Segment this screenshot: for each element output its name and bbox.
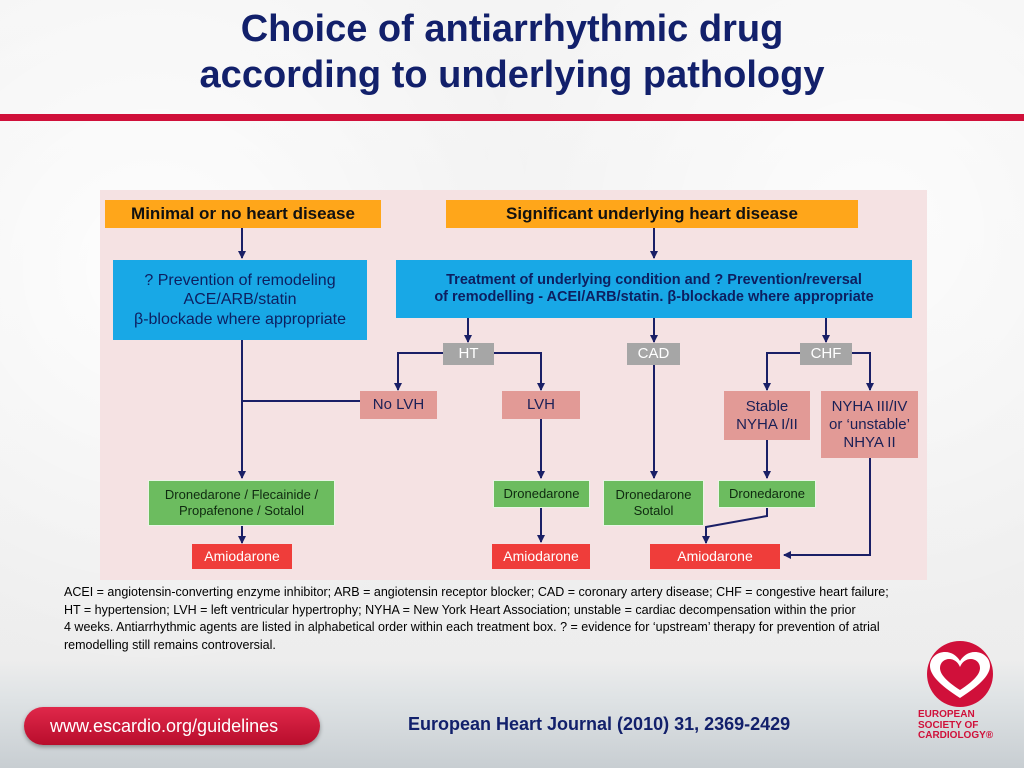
- abbreviations-legend: ACEI = angiotensin-converting enzyme inh…: [64, 584, 1004, 654]
- legend-line-1: ACEI = angiotensin-converting enzyme inh…: [64, 585, 889, 599]
- drugs-minimal-line-1: Dronedarone / Flecainide /: [164, 487, 319, 503]
- condition-no-lvh: No LVH: [360, 391, 437, 419]
- amiodarone-right-label: Amiodarone: [677, 548, 753, 565]
- logo-line-3: CARDIOLOGY®: [918, 730, 994, 741]
- category-chf: CHF: [800, 343, 852, 365]
- box-treatment-of-underlying-condition: Treatment of underlying condition and ? …: [396, 260, 912, 318]
- arrow-chf-to-stable: [763, 352, 800, 391]
- header-minimal-label: Minimal or no heart disease: [131, 203, 355, 223]
- condition-nyha-severe-or-unstable: NYHA III/IV or ‘unstable’ NHYA II: [821, 391, 918, 458]
- arrow-chf-to-severe: [852, 352, 874, 391]
- prevention-line-3: β-blockade where appropriate: [134, 310, 346, 328]
- category-cad-label: CAD: [637, 345, 670, 362]
- esc-logo: [908, 640, 1012, 760]
- drugs-cad-line-2: Sotalol: [633, 503, 674, 518]
- condition-lvh-label: LVH: [526, 396, 556, 413]
- guidelines-link[interactable]: www.escardio.org/guidelines: [24, 707, 320, 745]
- drugs-lvh: Dronedarone: [493, 480, 590, 508]
- title-line-2: according to underlying pathology: [199, 54, 825, 96]
- logo-line-1: EUROPEAN: [918, 709, 975, 720]
- category-ht-label: HT: [458, 345, 479, 362]
- severe-line-3: NHYA II: [843, 433, 896, 451]
- condition-no-lvh-label: No LVH: [372, 396, 425, 413]
- header-minimal-heart-disease: Minimal or no heart disease: [105, 200, 381, 228]
- category-ht: HT: [443, 343, 494, 365]
- drugs-chf-stable: Dronedarone: [718, 480, 816, 508]
- journal-citation: European Heart Journal (2010) 31, 2369-2…: [408, 714, 791, 734]
- legend-line-3: 4 weeks. Antiarrhythmic agents are liste…: [64, 620, 880, 634]
- stable-line-2: NYHA I/II: [736, 415, 798, 433]
- drugs-chf-stable-label: Dronedarone: [729, 486, 805, 502]
- arrow-dronedarone-to-amiodarone-right: [702, 508, 768, 544]
- arrow-severe-to-amiodarone-right: [783, 458, 871, 559]
- drugs-minimal-line-2: Propafenone / Sotalol: [178, 503, 305, 518]
- slide-title: Choice of antiarrhythmic drug according …: [0, 6, 1024, 98]
- legend-line-2: HT = hypertension; LVH = left ventricula…: [64, 602, 856, 617]
- prevention-line-1: ? Prevention of remodeling: [144, 272, 336, 290]
- esc-logo-text: EUROPEAN SOCIETY OF CARDIOLOGY®: [918, 709, 1008, 742]
- stable-line-1: Stable: [745, 397, 789, 415]
- legend-line-4: remodelling still remains controversial.: [64, 637, 276, 652]
- prevention-line-2: ACE/ARB/statin: [183, 291, 297, 309]
- esc-heart-icon: [927, 641, 993, 707]
- box-prevention-of-remodeling: ? Prevention of remodeling ACE/ARB/stati…: [113, 260, 367, 340]
- category-cad: CAD: [627, 343, 680, 365]
- arrow-ht-to-no-lvh: [394, 352, 443, 391]
- category-chf-label: CHF: [810, 345, 842, 362]
- amiodarone-right: Amiodarone: [650, 544, 780, 569]
- amiodarone-middle: Amiodarone: [492, 544, 590, 569]
- logo-line-2: SOCIETY OF: [918, 719, 979, 731]
- title-line-1: Choice of antiarrhythmic drug: [240, 8, 784, 50]
- guidelines-link-label: www.escardio.org/guidelines: [50, 715, 279, 736]
- amiodarone-middle-label: Amiodarone: [503, 548, 579, 565]
- header-significant-label: Significant underlying heart disease: [506, 203, 798, 223]
- severe-line-1: NYHA III/IV: [831, 397, 908, 415]
- severe-line-2: or ‘unstable’: [829, 415, 910, 433]
- drugs-minimal-disease: Dronedarone / Flecainide / Propafenone /…: [148, 480, 335, 526]
- treatment-line-1: Treatment of underlying condition and ? …: [446, 271, 862, 288]
- condition-stable-nyha: Stable NYHA I/II: [724, 391, 810, 440]
- amiodarone-left: Amiodarone: [192, 544, 292, 569]
- drugs-cad: Dronedarone Sotalol: [603, 480, 704, 526]
- title-divider: [0, 114, 1024, 121]
- drugs-cad-line-1: Dronedarone: [615, 487, 692, 503]
- treatment-line-2: of remodelling - ACEI/ARB/statin. β-bloc…: [434, 289, 874, 305]
- condition-lvh: LVH: [502, 391, 580, 419]
- drugs-lvh-label: Dronedarone: [503, 486, 580, 502]
- amiodarone-left-label: Amiodarone: [204, 548, 280, 565]
- header-significant-heart-disease: Significant underlying heart disease: [446, 200, 858, 228]
- arrow-ht-to-lvh: [494, 352, 545, 391]
